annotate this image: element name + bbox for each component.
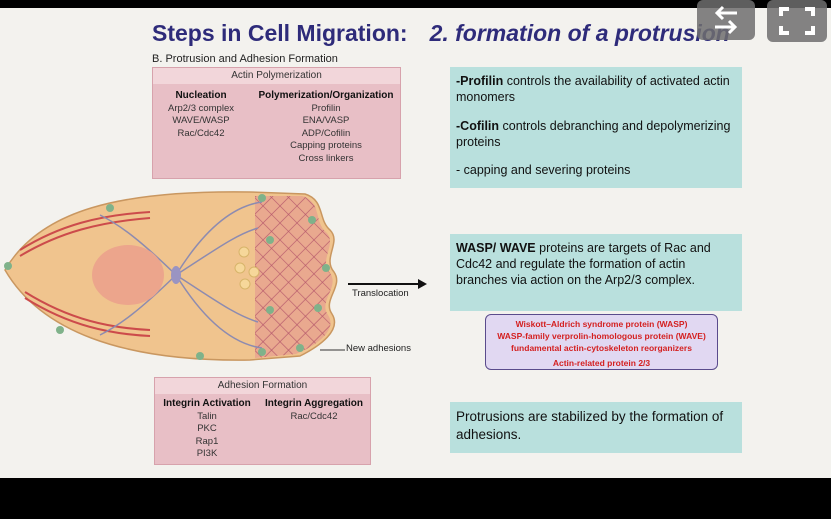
nucleus <box>92 245 164 305</box>
video-bottom-bar <box>0 478 831 519</box>
integrin-activation-title: Integrin Activation <box>163 398 251 409</box>
list-item: WASP-family verprolin-homologous protein… <box>497 331 706 341</box>
integrin-aggregation-title: Integrin Aggregation <box>265 398 363 409</box>
list-item: PKC <box>197 423 217 434</box>
list-item: ADP/Cofilin <box>301 127 351 139</box>
list-item: Rac/Cdc42 <box>177 127 225 139</box>
wasp-wave-box: WASP/ WAVE proteins are targets of Rac a… <box>450 234 742 311</box>
protrusion-adhesion-box: Protrusions are stabilized by the format… <box>450 402 742 453</box>
new-adhesions-label: New adhesions <box>346 343 411 354</box>
list-item: Wiskott–Aldrich syndrome protein (WASP) <box>515 319 688 329</box>
list-item: fundamental actin-cytoskeleton reorganiz… <box>511 343 692 353</box>
cell-diagram <box>4 191 427 361</box>
list-item: Capping proteins <box>290 140 362 151</box>
list-item: Talin <box>197 410 217 422</box>
list-item: Rap1 <box>195 435 219 447</box>
integrin-aggregation-column: Integrin Aggregation Rac/Cdc42 <box>259 398 369 423</box>
list-item: Arp2/3 complex <box>167 102 234 114</box>
slide-title: Steps in Cell Migration: 2. formation of … <box>152 20 730 47</box>
abbreviations-box: Wiskott–Aldrich syndrome protein (WASP) … <box>485 314 718 370</box>
fullscreen-button[interactable] <box>767 0 827 42</box>
list-item: Rac/Cdc42 <box>290 410 338 422</box>
adhesion-formation-box: Adhesion Formation Integrin Activation T… <box>154 377 371 465</box>
actin-polymerization-box: Actin Polymerization Nucleation Arp2/3 c… <box>152 67 401 179</box>
integrin-activation-column: Integrin Activation Talin PKC Rap1 PI3K <box>157 398 257 461</box>
nucleation-column: Nucleation Arp2/3 complex WAVE/WASP Rac/… <box>155 90 247 140</box>
cofilin-term: -Cofilin <box>456 119 500 133</box>
list-item: Actin-related protein 2/3 <box>552 358 651 368</box>
cell-body <box>4 191 338 361</box>
title-main: Steps in Cell Migration: <box>152 20 408 46</box>
title-sub: 2. formation of a protrusion <box>429 20 730 46</box>
wasp-wave-text: proteins are targets of Rac and Cdc42 an… <box>456 241 711 287</box>
back-arrow-icon <box>714 5 738 35</box>
nucleation-title: Nucleation <box>175 90 227 101</box>
wasp-wave-term: WASP/ WAVE <box>456 241 536 255</box>
list-item: Profilin <box>311 102 341 114</box>
polymerization-title: Polymerization/Organization <box>258 90 394 101</box>
polymerization-column: Polymerization/Organization Profilin ENA… <box>253 90 399 165</box>
profilin-term: -Profilin <box>456 74 504 88</box>
translocation-label: Translocation <box>352 288 409 299</box>
back-button[interactable] <box>697 0 755 40</box>
section-label: B. Protrusion and Adhesion Formation <box>152 53 338 65</box>
adhesion-box-header: Adhesion Formation <box>155 378 370 394</box>
capping-text: - capping and severing proteins <box>456 163 631 177</box>
list-item: WAVE/WASP <box>172 115 230 126</box>
slide: Steps in Cell Migration: 2. formation of … <box>0 8 831 478</box>
list-item: PI3K <box>196 448 218 459</box>
list-item: ENA/VASP <box>302 115 350 126</box>
cofilin-text: controls debranching and depolymerizing … <box>456 119 731 149</box>
list-item: Cross linkers <box>298 152 354 164</box>
profilin-text: controls the availability of activated a… <box>456 74 730 104</box>
actin-regulators-box: -Profilin controls the availability of a… <box>450 67 742 188</box>
actin-box-header: Actin Polymerization <box>153 68 400 84</box>
fullscreen-icon <box>779 7 815 35</box>
protrusion-text: Protrusions are stabilized by the format… <box>456 409 724 442</box>
